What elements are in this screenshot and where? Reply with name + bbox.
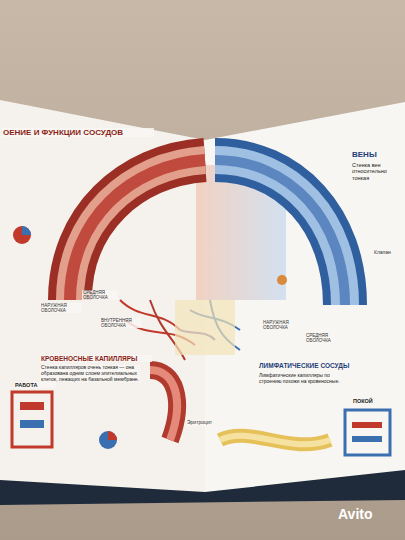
capillary-detail: [175, 300, 235, 355]
text-label: РАБОТА: [14, 382, 56, 388]
text-label: НАРУЖНАЯ ОБОЛОЧКА: [40, 303, 82, 313]
node-dot: [277, 275, 287, 285]
capillary-tube: [150, 370, 177, 440]
rest-diagram: [345, 410, 390, 455]
text-label: Клапан: [373, 250, 403, 256]
text-label: Лимфатические капилляры по строению похо…: [258, 373, 352, 385]
text-label: КРОВЕНОСНЫЕ КАПИЛЛЯРЫ: [40, 355, 152, 362]
text-label: СРЕДНЯЯ ОБОЛОЧКА: [305, 333, 343, 343]
lymph-lumen: [220, 436, 330, 445]
text-label: Эритроцит: [186, 420, 228, 426]
vein-lumen: [215, 160, 345, 305]
pie-chart: [13, 226, 31, 244]
pie-chart: [99, 431, 117, 449]
text-label: Стенка капилляров очень тонкая — она обр…: [40, 365, 140, 382]
vein: [215, 160, 345, 305]
lymph-vessel: [220, 436, 330, 445]
text-label: Стенка вен относительно тонкая: [351, 162, 403, 181]
vein-wall: [215, 160, 345, 305]
text-label: ПОКОЙ: [352, 398, 394, 404]
page-heading: ОЕНИЕ И ФУНКЦИИ СОСУДОВ: [2, 128, 154, 137]
pie-slice: [108, 431, 117, 440]
work-diagram: [12, 392, 52, 447]
watermark: Avito: [337, 506, 403, 522]
text-label: НАРУЖНАЯ ОБОЛОЧКА: [262, 320, 304, 330]
pie-slice: [22, 226, 31, 235]
left-page: [0, 100, 205, 492]
capillary-network: [120, 300, 240, 360]
artery-wall: [70, 160, 205, 300]
text-label: ВЕНЫ: [351, 150, 403, 159]
text-label: СРЕДНЯЯ ОБОЛОЧКА: [82, 290, 118, 300]
artery-lumen: [70, 160, 205, 300]
artery: [70, 160, 205, 300]
text-label: ВНУТРЕННЯЯ ОБОЛОЧКА: [100, 318, 142, 328]
capillary-lumen: [150, 370, 177, 440]
text-label: ЛИМФАТИЧЕСКИЕ СОСУДЫ: [258, 362, 370, 369]
